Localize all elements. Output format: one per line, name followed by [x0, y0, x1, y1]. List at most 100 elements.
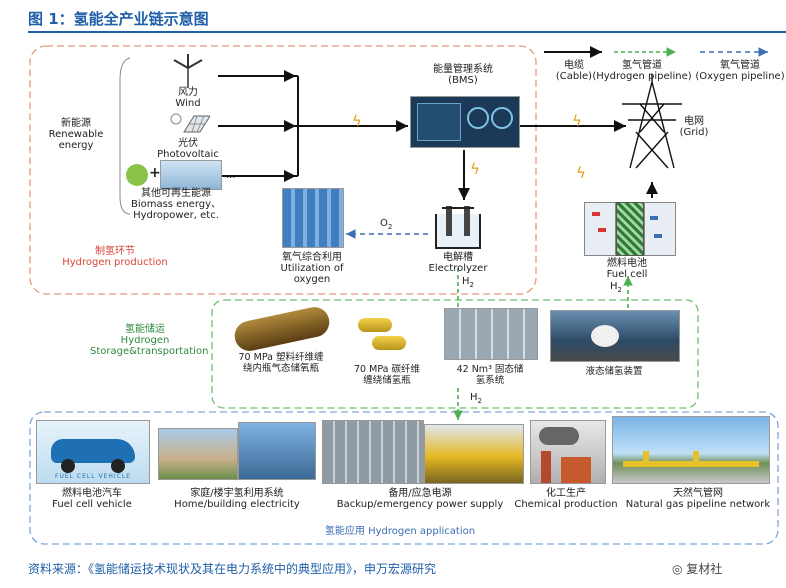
o2-symbol: O — [380, 218, 388, 229]
app-item-2: 家庭/楼宇氢利用系统 Home/building electricity — [158, 488, 316, 510]
oxygen-label: 氧气综合利用 Utilization of oxygen — [262, 252, 362, 285]
bms-screen-image — [410, 96, 520, 148]
application-section-label: 氢能应用 Hydrogen application — [324, 526, 476, 537]
carbon-tank-image — [358, 318, 392, 332]
h2-symbol: H — [610, 281, 618, 292]
figure-title: 图 1：氢能全产业链示意图 — [28, 10, 209, 28]
bms-en: (BMS) — [448, 75, 478, 86]
solar-panel-icon — [170, 113, 210, 133]
legend-hydrogen-en: (Hydrogen pipeline) — [592, 71, 692, 82]
app-item-2-cn: 家庭/楼宇氢利用系统 — [190, 488, 284, 499]
backup-cabinet-image — [322, 420, 424, 484]
renewable-bracket — [119, 57, 131, 215]
h2-label: H2 — [470, 392, 482, 405]
oxygen-en1: Utilization of — [280, 263, 344, 274]
power-bolt-icon: ϟ — [576, 164, 586, 182]
h2-subscript: 2 — [469, 281, 474, 289]
storage-item-4: 液态储氢装置 — [585, 366, 643, 377]
storage-section-label: 氢能储运 Hydrogen Storage&transportation — [90, 324, 209, 357]
home-image — [158, 428, 238, 480]
legend-cable-cn: 电缆 — [564, 60, 584, 71]
chemical-plant-image — [530, 420, 606, 484]
fuel-cell-car-image: FUEL CELL VEHICLE — [36, 420, 150, 484]
watermark-text: 复材社 — [686, 562, 723, 576]
storage-item-2-l2: 缠绕储氢瓶 — [363, 375, 411, 386]
h2-label: H2 — [610, 281, 622, 294]
app-item-3-cn: 备用/应急电源 — [388, 488, 452, 499]
pv-label: 光伏 Photovoltaic — [150, 138, 226, 160]
hydropower-image — [160, 160, 222, 190]
app-item-3-en: Backup/emergency power supply — [336, 499, 504, 510]
app-item-2-en: Home/building electricity — [174, 499, 300, 510]
renewable-cn: 新能源 — [61, 118, 91, 129]
wind-cn: 风力 — [178, 87, 198, 98]
storage-item-1-l1: 70 MPa 塑料纤维缠 — [238, 352, 324, 363]
power-bolt-icon: ϟ — [572, 112, 582, 130]
storage-item-2-l1: 70 MPa 碳纤维 — [354, 364, 420, 375]
app-item-5-cn: 天然气管网 — [673, 488, 723, 499]
production-section-label: 制氢环节 Hydrogen production — [60, 246, 170, 268]
title-rule — [28, 31, 786, 33]
h2-subscript: 2 — [617, 286, 622, 294]
legend-cable-en: (Cable) — [555, 71, 593, 82]
application-border — [29, 411, 779, 545]
wind-en: Wind — [175, 98, 201, 109]
biomass-icon — [126, 164, 148, 186]
storage-item-1: 70 MPa 塑料纤维缠 绕内瓶气态储氧瓶 — [222, 352, 340, 374]
wechat-icon: ◎ — [672, 562, 687, 576]
storage-item-3: 42 Nm³ 固态储 氢系统 — [444, 364, 536, 386]
plus-icon: + — [149, 165, 161, 181]
grid-label: 电网 (Grid) — [672, 116, 716, 138]
electrolyzer-cn: 电解槽 — [443, 252, 473, 263]
app-item-3: 备用/应急电源 Backup/emergency power supply — [320, 488, 520, 510]
renewable-label: 新能源 Renewable energy — [46, 118, 106, 151]
production-border — [29, 45, 537, 295]
electrolyzer-en: Electrolyzer — [428, 263, 488, 274]
legend-oxygen-cn: 氧气管道 — [720, 60, 760, 71]
storage-border — [211, 299, 699, 409]
fuel-cell-label: 燃料电池 Fuel cell — [592, 258, 662, 280]
grid-cn: 电网 — [684, 116, 704, 127]
backup-truck-image — [424, 424, 524, 484]
app-item-5-en: Natural gas pipeline network — [625, 499, 771, 510]
other-en1: Biomass energy、 — [130, 199, 222, 210]
o2-subscript: 2 — [387, 223, 393, 231]
h2-symbol: H — [462, 276, 470, 287]
oxygen-cylinders-image — [282, 188, 344, 248]
grid-en: (Grid) — [679, 127, 709, 138]
bms-cn: 能量管理系统 — [433, 64, 493, 75]
h2-label: H2 — [462, 276, 474, 289]
source-note: 资料来源：《氢能储运技术现状及其在电力系统中的典型应用》，申万宏源研究 — [28, 562, 437, 576]
liquid-storage-image — [550, 310, 680, 362]
o2-label: O2 — [380, 218, 392, 231]
wind-turbine-icon — [173, 54, 203, 88]
h2-symbol: H — [470, 392, 478, 403]
watermark-logo: ◎ 复材社 — [672, 560, 722, 577]
power-bolt-icon: ϟ — [470, 160, 480, 178]
legend-oxygen-en: (Oxygen pipeline) — [695, 71, 785, 82]
wind-label: 风力 Wind — [166, 87, 210, 109]
electrolyzer-icon — [435, 206, 481, 249]
other-cn: 其他可再生能源 — [141, 188, 211, 199]
car-banner-text: FUEL CELL VEHICLE — [55, 473, 131, 480]
fuel-cell-icon — [584, 202, 680, 256]
legend-hydrogen-cn: 氢气管道 — [622, 60, 662, 71]
app-item-1: 燃料电池汽车 Fuel cell vehicle — [30, 488, 154, 510]
legend-cable: 电缆 (Cable) — [552, 60, 596, 82]
renewable-en2: energy — [58, 140, 94, 151]
app-item-4: 化工生产 Chemical production — [514, 488, 618, 510]
app-item-5: 天然气管网 Natural gas pipeline network — [616, 488, 780, 510]
storage-label-en1: Hydrogen — [120, 335, 170, 346]
pv-cn: 光伏 — [178, 138, 198, 149]
storage-label-en2: Storage&transportation — [90, 346, 209, 357]
storage-item-3-l1: 42 Nm³ 固态储 — [456, 364, 524, 375]
app-item-4-en: Chemical production — [514, 499, 618, 510]
storage-label-cn: 氢能储运 — [125, 324, 165, 335]
renewable-en1: Renewable — [48, 129, 104, 140]
other-en2: Hydropower, etc. — [133, 210, 219, 221]
more-dots: ... — [226, 170, 236, 181]
production-label-cn: 制氢环节 — [95, 246, 135, 257]
storage-item-1-l2: 绕内瓶气态储氧瓶 — [242, 363, 319, 374]
app-item-4-cn: 化工生产 — [546, 488, 586, 499]
